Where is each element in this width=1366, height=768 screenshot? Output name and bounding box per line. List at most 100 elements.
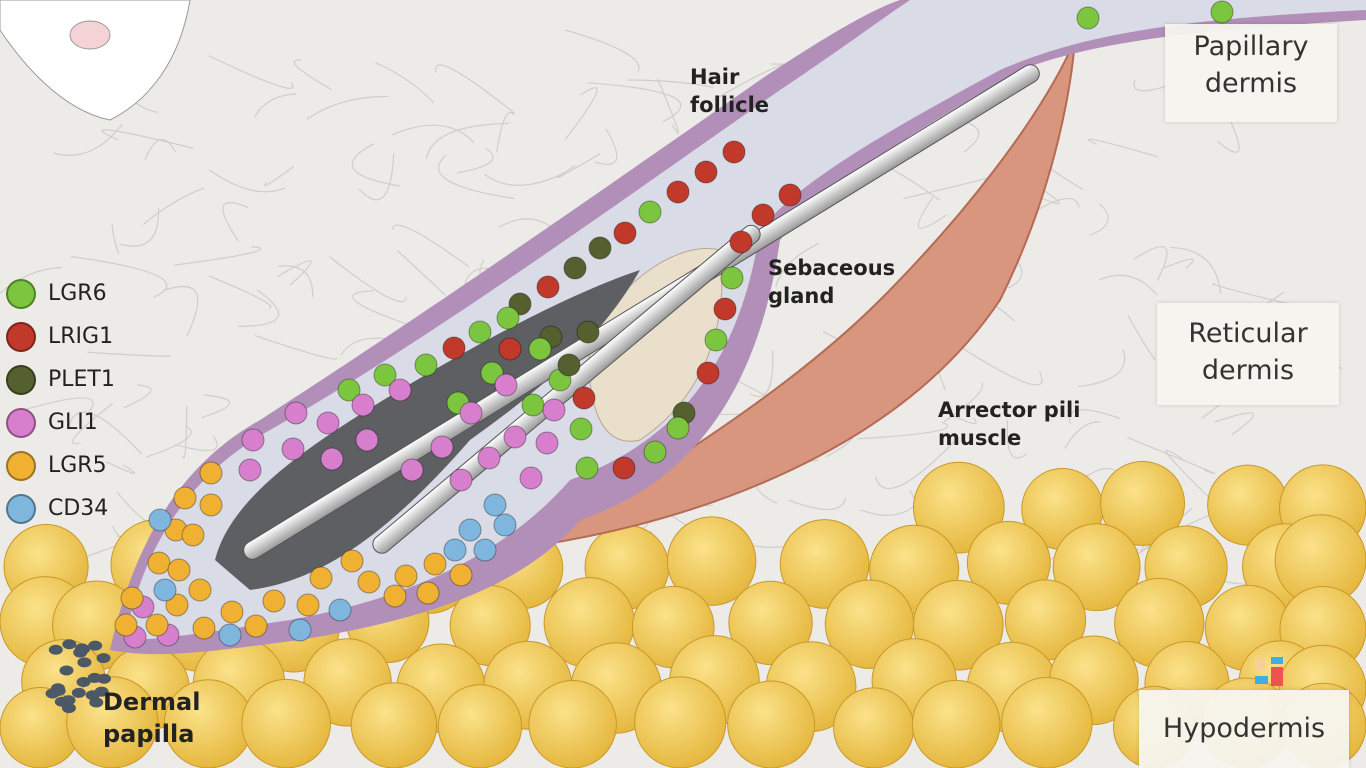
stem-cell-cd34 xyxy=(148,508,172,532)
stem-cell-plet1 xyxy=(557,353,581,377)
stem-cell-gli1 xyxy=(535,431,559,455)
papilla-cell xyxy=(48,644,63,655)
collagen-fiber xyxy=(749,350,774,397)
collagen-fiber xyxy=(425,122,510,159)
papilla-cell xyxy=(87,672,102,683)
stem-cell-lgr5 xyxy=(147,551,171,575)
papilla-cell xyxy=(77,657,92,668)
collagen-fiber xyxy=(13,397,94,414)
stem-cell-gli1 xyxy=(241,428,265,452)
stem-cell-lgr5 xyxy=(416,581,440,605)
collagen-fiber xyxy=(396,250,447,296)
collagen-fiber xyxy=(875,438,958,490)
stem-cell-lgr5 xyxy=(188,578,212,602)
collagen-fiber xyxy=(208,55,294,89)
collagen-fiber xyxy=(174,435,218,451)
collagen-fiber xyxy=(943,382,984,423)
stem-cell-lrig1 xyxy=(442,336,466,360)
stem-cell-lgr5 xyxy=(145,613,169,637)
fat-cell xyxy=(912,461,1005,554)
papilla-cell xyxy=(62,639,77,650)
legend-label: PLET1 xyxy=(48,367,115,392)
stem-cell-cd34 xyxy=(218,623,242,647)
collagen-fiber xyxy=(587,82,682,123)
papilla-cell xyxy=(75,644,90,655)
stem-cell-lgr5 xyxy=(165,593,189,617)
stem-cell-cd34 xyxy=(328,598,352,622)
collagen-fiber xyxy=(209,169,286,193)
stem-cell-lgr6 xyxy=(468,320,492,344)
collagen-fiber xyxy=(857,421,948,440)
stem-cell-cd34 xyxy=(473,538,497,562)
legend-label: GLI1 xyxy=(48,410,98,435)
stem-cell-lgr5 xyxy=(244,614,268,638)
stem-cell-gli1 xyxy=(388,378,412,402)
collagen-fiber xyxy=(358,153,395,201)
collagen-fiber xyxy=(960,346,1043,386)
stem-cell-plet1 xyxy=(588,236,612,260)
fat-cell xyxy=(241,678,331,768)
collagen-fiber xyxy=(1161,258,1194,270)
fat-cell xyxy=(528,679,617,768)
stem-cell-gli1 xyxy=(477,446,501,470)
fat-cell xyxy=(1100,460,1186,546)
collagen-fiber xyxy=(201,394,231,419)
stem-cell-lgr6 xyxy=(720,266,744,290)
papilla-cell xyxy=(59,665,74,676)
stem-cell-lgr6 xyxy=(521,393,545,417)
stem-cell-gli1 xyxy=(430,435,454,459)
legend-label: LGR5 xyxy=(48,453,107,478)
fat-cell xyxy=(1001,677,1093,768)
stem-cell-lgr5 xyxy=(114,613,138,637)
stem-cell-lgr6 xyxy=(638,200,662,224)
papilla-cell xyxy=(61,703,76,714)
legend-marker-icon xyxy=(6,493,36,524)
stem-cell-lgr5 xyxy=(199,493,223,517)
collagen-fiber xyxy=(917,196,947,229)
legend-item-cd34: CD34 xyxy=(6,487,115,530)
stem-cell-cd34 xyxy=(153,578,177,602)
collagen-fiber xyxy=(1087,138,1158,158)
fat-cell xyxy=(1052,523,1141,612)
stem-cell-lrig1 xyxy=(536,275,560,299)
collagen-fiber xyxy=(656,78,679,134)
collagen-fiber xyxy=(1133,246,1168,282)
collagen-fiber xyxy=(142,187,205,226)
collagen-fiber xyxy=(392,124,475,143)
stem-cell-lgr5 xyxy=(181,523,205,547)
stem-cell-cd34 xyxy=(288,618,312,642)
stem-cell-gli1 xyxy=(542,398,566,422)
collagen-fiber xyxy=(788,497,847,511)
stem-cell-gli1 xyxy=(503,425,527,449)
legend-marker-icon xyxy=(6,364,36,395)
papilla-cell xyxy=(45,688,60,699)
stem-cell-plet1 xyxy=(576,320,600,344)
papilla-cell xyxy=(89,697,104,708)
papilla-cell xyxy=(94,686,109,697)
stem-cell-gli1 xyxy=(316,411,340,435)
logo-mark xyxy=(1255,657,1283,686)
collagen-fiber xyxy=(68,411,143,455)
stem-cell-lrig1 xyxy=(713,297,737,321)
fat-cell xyxy=(727,680,816,768)
stem-cell-lgr6 xyxy=(337,378,361,402)
stem-cell-gli1 xyxy=(238,458,262,482)
legend-item-lgr5: LGR5 xyxy=(6,444,115,487)
collagen-fiber xyxy=(87,351,171,357)
collagen-fiber xyxy=(123,384,152,409)
papilla-cell xyxy=(76,676,91,687)
legend-item-gli1: GLI1 xyxy=(6,401,115,444)
collagen-fiber xyxy=(293,59,332,91)
collagen-fiber xyxy=(1006,419,1028,459)
mouse-illustration xyxy=(0,0,191,121)
stem-cell-gli1 xyxy=(355,428,379,452)
collagen-fiber xyxy=(457,147,494,174)
collagen-fiber xyxy=(119,207,160,247)
collagen-fiber xyxy=(1064,421,1101,449)
stem-cell-gli1 xyxy=(400,458,424,482)
papilla-cell xyxy=(96,653,111,664)
